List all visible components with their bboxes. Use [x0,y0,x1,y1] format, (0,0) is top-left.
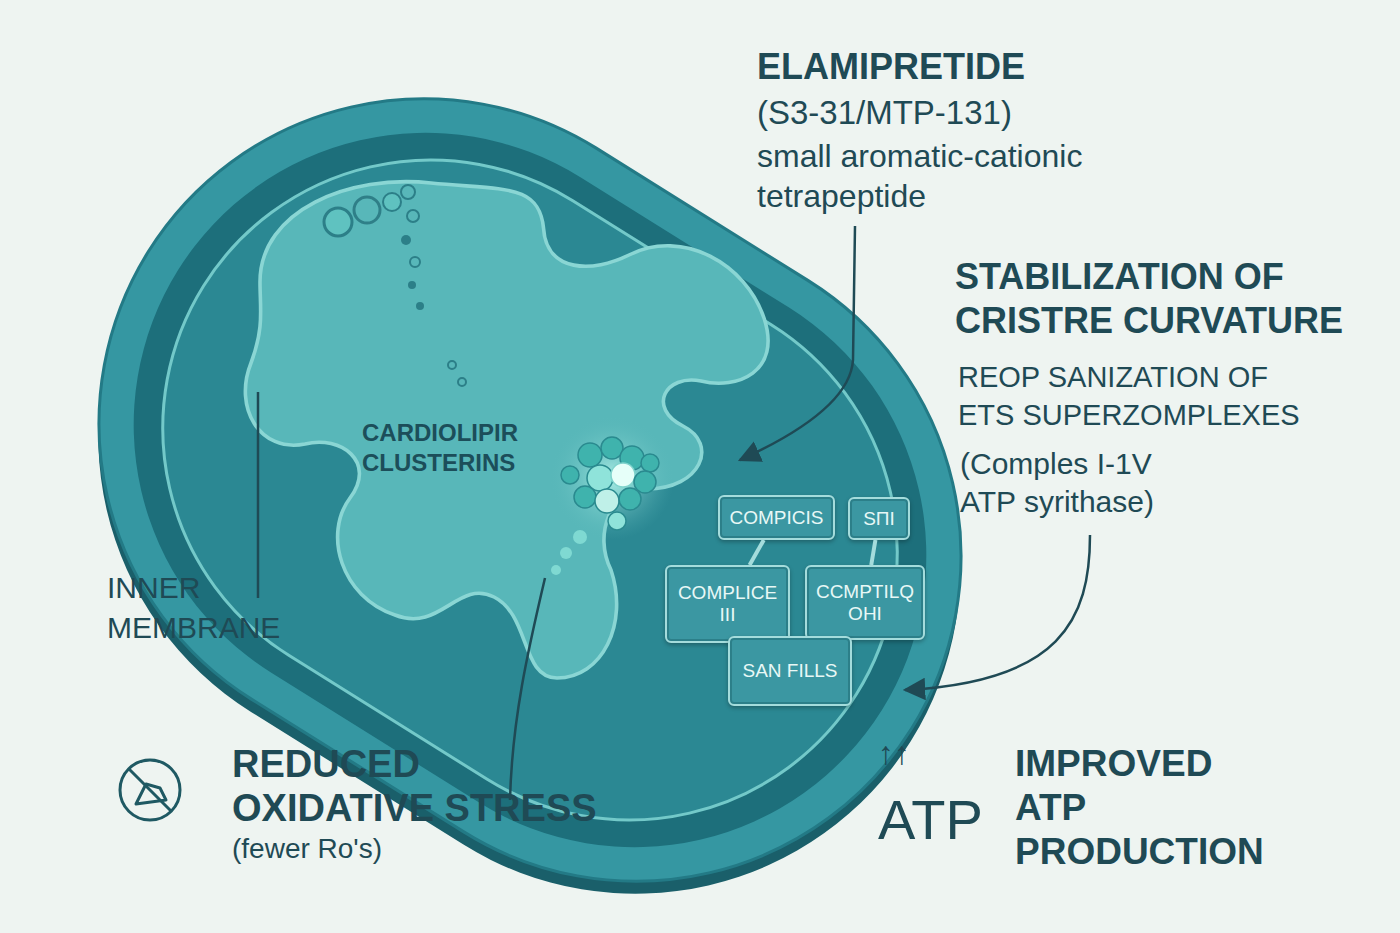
chain-bead [408,281,416,289]
complex-label: COMPICIS [730,507,824,529]
cardiolipin-bead [634,471,656,493]
cardiolipin-bead [595,489,619,513]
peptide-dot [573,530,587,544]
ros-slash [129,769,171,811]
cardiolipin-bead [578,443,602,467]
complex-label: CCMPTILQ OHI [813,581,917,625]
chain-bead [383,193,401,211]
complex-box: SAN FILLS [728,636,852,706]
callout-text: INNER MEMBRANE [107,568,307,648]
complex-box: CCMPTILQ OHI [805,565,925,640]
complex-box: COMPICIS [718,495,835,540]
callout-text: ELAMIPRETIDE [757,46,1087,88]
cardiolipin-bead [561,466,579,484]
callout-text: REOP SANIZATION OF ETS SUPERZOMPLEXES [958,358,1330,434]
complex-label: SΠI [863,508,895,530]
chain-bead [416,302,424,310]
callout-text: ATP [878,788,1018,852]
chain-bead [401,235,411,245]
callout-text: IMPROVED ATP PRODUCTION [1015,742,1280,874]
leader-line [510,578,545,800]
cardiolipin-bead [619,488,641,510]
callout-text: small aromatic-cationic tetrapeptide [757,136,1177,216]
complex-connector [871,540,875,565]
chain-bead [354,197,380,223]
ros-icon [120,760,180,820]
callout-text: ↑↑ [878,735,968,771]
complex-box: SΠI [848,497,910,540]
cardiolipin-bead [611,463,635,487]
chain-bead [410,257,420,267]
complex-label: COMPLICE III [673,582,782,626]
peptide-dot [560,547,572,559]
callout-text: (Comples I-1V ATP syrithase) [960,445,1190,521]
complex-connector [750,540,764,565]
chain-bead [458,378,466,386]
complex-box: COMPLICE III [665,565,790,643]
cardiolipin-bead [608,512,626,530]
chain-bead [324,208,352,236]
chain-bead [401,185,415,199]
callout-text: (S3-31/MTP-131) [757,93,1087,133]
cardiolipin-bead [641,454,659,472]
cardiolipin-bead [574,486,596,508]
callout-text: CARDIOLIPIR CLUSTERINS [362,418,577,478]
chain-bead [448,361,456,369]
leader-line [257,392,260,598]
callout-text: (fewer Ro's) [232,832,482,866]
complex-label: SAN FILLS [742,660,837,682]
callout-text: REDUCED OXIDATIVE STRESS [232,742,617,830]
leader-line [905,535,1090,690]
cluster-glow [550,416,674,540]
chain-bead [407,210,419,222]
peptide-dot [551,565,561,575]
leader-line [740,226,855,460]
callout-text: STABILIZATION OF CRISTRE CURVATURE [955,255,1385,343]
